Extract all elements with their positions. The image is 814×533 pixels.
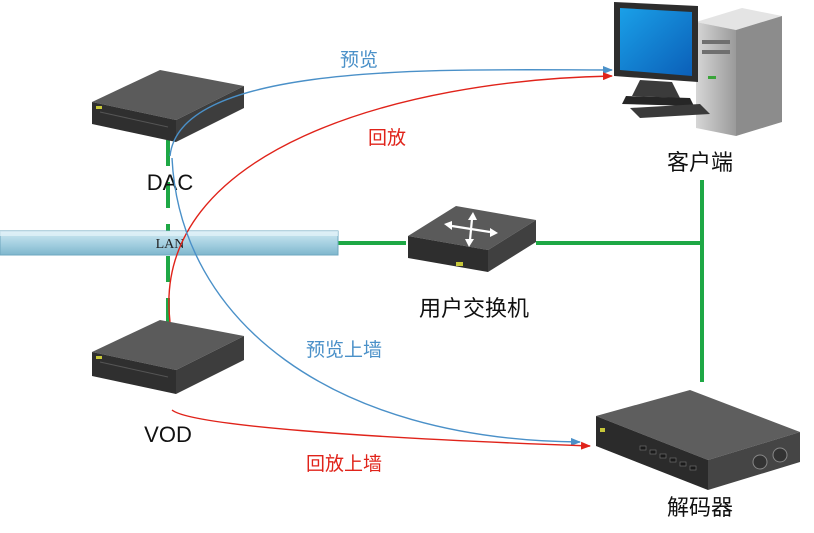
preview-wall-flow: [171, 157, 581, 446]
playback-wall-flow-label: 回放上墙: [306, 453, 382, 475]
rack-server-icon: [92, 320, 244, 394]
network-switch-icon: [408, 206, 536, 272]
playback-flow-label: 回放: [368, 127, 406, 149]
preview-flow-label: 预览: [340, 49, 378, 71]
switch-label: 用户交换机: [419, 297, 529, 322]
preview-wall-flow-label: 预览上墙: [306, 339, 382, 361]
dac-server: DAC: [92, 70, 244, 195]
lan-bus: LAN: [0, 230, 339, 256]
desktop-computer-icon: [614, 2, 782, 136]
vod-server: VOD: [92, 320, 244, 447]
decoder-device-icon: [596, 390, 800, 490]
rack-server-icon: [92, 70, 244, 142]
playback-flow: [168, 72, 613, 323]
flows: [168, 65, 613, 450]
preview-flow: [169, 65, 613, 157]
playback-wall-flow: [171, 409, 591, 450]
lan-label: LAN: [156, 237, 185, 252]
user-switch: 用户交换机: [408, 206, 536, 322]
dac-label: DAC: [147, 170, 194, 195]
client-computer: 客户端: [614, 2, 782, 176]
network-links: [166, 140, 704, 382]
client-label: 客户端: [667, 151, 733, 176]
decoder-device: 解码器: [596, 390, 800, 521]
vod-label: VOD: [144, 422, 192, 447]
decoder-label: 解码器: [667, 496, 733, 521]
